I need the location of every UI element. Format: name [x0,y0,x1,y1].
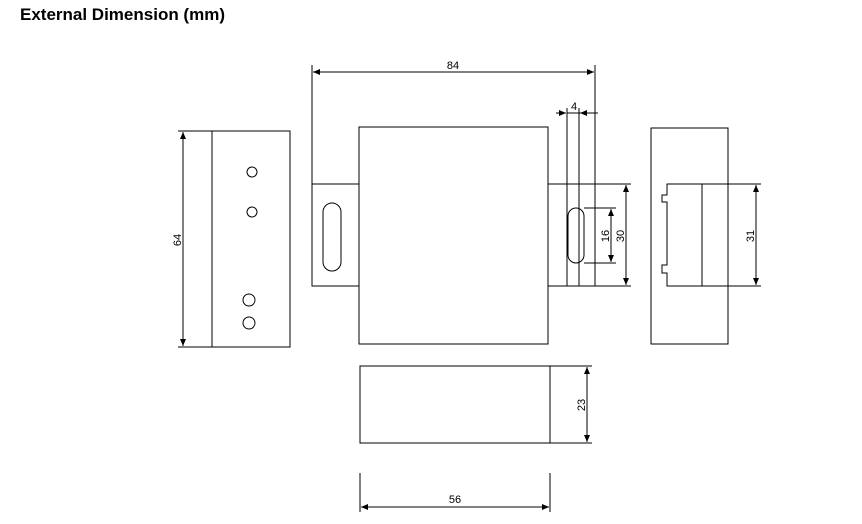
side-view-right [650,127,761,345]
left-slot [322,202,342,272]
right-slot [567,207,585,264]
dim-label-84: 84 [447,60,459,72]
dim-label-64: 64 [172,234,184,246]
bottom-view [359,365,592,444]
side-view-left [178,130,291,348]
din-rail-clip [661,183,702,287]
left-flange [311,183,359,287]
mounting-hole [242,316,256,330]
page-title: External Dimension (mm) [20,5,225,24]
front-view [311,126,596,345]
bottom-body [359,365,551,444]
dim-label-31: 31 [745,230,757,242]
dim-label-30: 30 [615,230,627,242]
mounting-hole [246,166,258,178]
front-body [358,126,549,345]
dim-label-23: 23 [576,399,588,411]
right-flange [548,183,596,287]
dim-label-4: 4 [571,101,577,113]
mounting-hole [242,293,256,307]
dim-label-16: 16 [600,230,612,242]
mounting-hole [246,206,258,218]
dim-label-56: 56 [449,494,461,506]
